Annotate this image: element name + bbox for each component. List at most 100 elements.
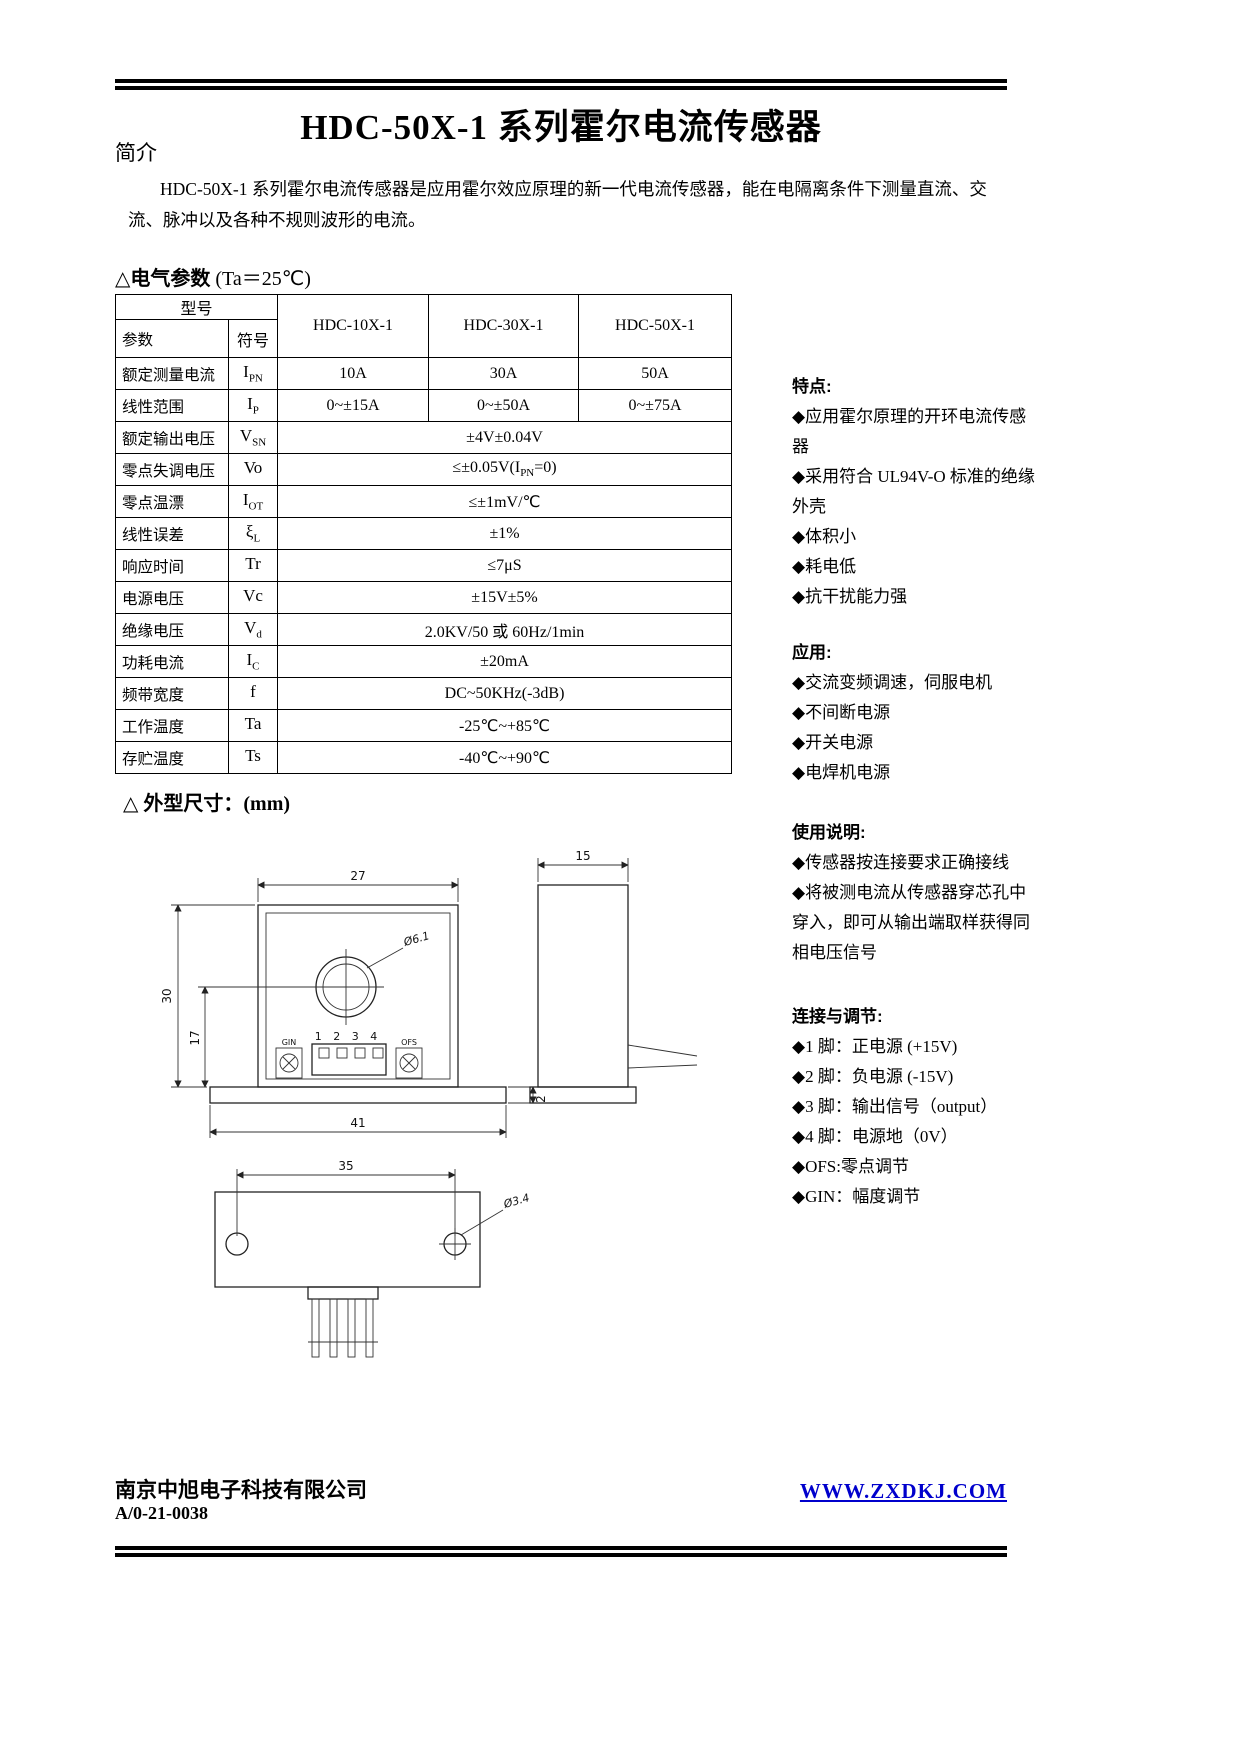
ofs-potentiometer: OFS xyxy=(395,1038,423,1079)
symbol-cell: ξL xyxy=(227,517,279,550)
list-item: ◆OFS:零点调节 xyxy=(792,1157,909,1176)
value-cell: 0~±50A xyxy=(428,389,580,422)
gin-potentiometer: GIN xyxy=(275,1038,303,1079)
list-item: ◆应用霍尔原理的开环电流传感器 xyxy=(792,407,1027,456)
value-cell: 0~±15A xyxy=(277,389,430,422)
value-cell: DC~50KHz(-3dB) xyxy=(277,677,733,710)
bottom-rule-upper xyxy=(115,1546,1007,1550)
dim-hole-pitch: 35 xyxy=(338,1159,353,1173)
applications-heading: 应用: xyxy=(792,643,832,662)
side-view-drawing: 15 xyxy=(529,849,698,1104)
connector-block xyxy=(311,1043,387,1076)
symbol-cell: VSN xyxy=(227,421,279,454)
diamond-bullet-icon: ◆ xyxy=(792,587,806,606)
mounting-hole-left xyxy=(225,1232,249,1256)
electrical-section-heading: △电气参数 (Ta＝25℃) xyxy=(115,262,311,291)
list-item: ◆2 脚：负电源 (-15V) xyxy=(792,1067,954,1086)
dimension-drawings: Ø6.1 1 2 3 4 GIN OFS xyxy=(160,849,698,1358)
param-cell: 线性误差 xyxy=(115,517,229,550)
top-rule-upper xyxy=(115,79,1007,83)
value-cell: ≤7μS xyxy=(277,549,733,582)
diamond-bullet-icon: ◆ xyxy=(792,733,806,752)
mounting-flange xyxy=(209,1086,507,1104)
electrical-heading-text: △电气参数 xyxy=(115,268,211,290)
list-item: ◆交流变频调速，伺服电机 xyxy=(792,673,993,692)
diamond-bullet-icon: ◆ xyxy=(792,407,806,426)
bottom-rule-lower xyxy=(115,1553,1007,1557)
output-wire xyxy=(627,1044,698,1057)
bottom-view-drawing: 35 Ø3.4 xyxy=(214,1159,531,1358)
list-item: ◆采用符合 UL94V-O 标准的绝缘外壳 xyxy=(792,467,1035,516)
symbol-cell: Tr xyxy=(227,549,279,582)
sidebar-features: 特点: ◆应用霍尔原理的开环电流传感器 ◆采用符合 UL94V-O 标准的绝缘外… xyxy=(792,372,1038,612)
intro-label: 简介 xyxy=(115,141,157,165)
model-header: HDC-30X-1 xyxy=(428,294,580,358)
symbol-cell: IOT xyxy=(227,485,279,518)
pin-numbers-label: 1 2 3 4 xyxy=(315,1030,381,1043)
value-cell: ±15V±5% xyxy=(277,581,733,614)
diamond-bullet-icon: ◆ xyxy=(792,703,806,722)
symbol-cell: Ts xyxy=(227,741,279,774)
diamond-bullet-icon: ◆ xyxy=(792,467,806,486)
corner-symbol-cell: 符号 xyxy=(227,319,279,358)
dim-front-center-height: 17 xyxy=(188,1030,202,1045)
dim-front-height: 30 xyxy=(160,988,174,1003)
value-cell: 0~±75A xyxy=(578,389,733,422)
diamond-bullet-icon: ◆ xyxy=(792,883,806,902)
list-item: ◆GIN：幅度调节 xyxy=(792,1187,921,1206)
value-cell: 30A xyxy=(428,357,580,390)
front-view-drawing: Ø6.1 1 2 3 4 GIN OFS xyxy=(160,869,548,1138)
model-header: HDC-10X-1 xyxy=(277,294,430,358)
intro-paragraph: HDC-50X-1 系列霍尔电流传感器是应用霍尔效应原理的新一代电流传感器，能在… xyxy=(128,179,987,230)
diamond-bullet-icon: ◆ xyxy=(792,853,806,872)
diamond-bullet-icon: ◆ xyxy=(792,527,806,546)
symbol-cell: IC xyxy=(227,645,279,678)
diamond-bullet-icon: ◆ xyxy=(792,1067,806,1086)
symbol-cell: Vo xyxy=(227,453,279,486)
list-item: ◆开关电源 xyxy=(792,733,874,752)
ofs-label: OFS xyxy=(401,1038,417,1047)
symbol-cell: f xyxy=(227,677,279,710)
usage-heading: 使用说明: xyxy=(792,823,866,842)
value-cell: ≤±1mV/℃ xyxy=(277,485,733,518)
symbol-cell: Ta xyxy=(227,709,279,742)
symbol-cell: Vd xyxy=(227,613,279,646)
electrical-condition-text: (Ta＝25℃) xyxy=(210,268,311,290)
value-cell: 2.0KV/50 或 60Hz/1min xyxy=(277,613,733,646)
value-cell: -25℃~+85℃ xyxy=(277,709,733,742)
param-cell: 额定输出电压 xyxy=(115,421,229,454)
dim-front-base-width: 41 xyxy=(350,1116,365,1130)
diamond-bullet-icon: ◆ xyxy=(792,1187,806,1206)
sidebar-connection: 连接与调节: ◆1 脚：正电源 (+15V) ◆2 脚：负电源 (-15V) ◆… xyxy=(792,1002,1038,1212)
website-link[interactable]: WWW.ZXDKJ.COM xyxy=(799,1479,1007,1503)
list-item: ◆不间断电源 xyxy=(792,703,891,722)
value-cell: ±4V±0.04V xyxy=(277,421,733,454)
value-cell: ±20mA xyxy=(277,645,733,678)
param-cell: 额定测量电流 xyxy=(115,357,229,390)
dim-front-width: 27 xyxy=(350,869,365,883)
diamond-bullet-icon: ◆ xyxy=(792,1037,806,1056)
param-cell: 绝缘电压 xyxy=(115,613,229,646)
list-item: ◆将被测电流从传感器穿芯孔中穿入，即可从输出端取样获得同相电压信号 xyxy=(792,883,1030,962)
dim-hole-dia-front: Ø6.1 xyxy=(401,929,431,949)
list-item: ◆体积小 xyxy=(792,527,857,546)
value-cell: 10A xyxy=(277,357,430,390)
list-item: ◆电焊机电源 xyxy=(792,763,891,782)
dim-flange-thickness: 2 xyxy=(534,1095,548,1103)
param-cell: 零点温漂 xyxy=(115,485,229,518)
param-cell: 工作温度 xyxy=(115,709,229,742)
value-cell: ±1% xyxy=(277,517,733,550)
param-cell: 存贮温度 xyxy=(115,741,229,774)
list-item: ◆4 脚：电源地（0V） xyxy=(792,1127,958,1146)
symbol-cell: Vc xyxy=(227,581,279,614)
list-item: ◆1 脚：正电源 (+15V) xyxy=(792,1037,958,1056)
list-item: ◆传感器按连接要求正确接线 xyxy=(792,853,1010,872)
connector-pins xyxy=(307,1286,379,1358)
page-title: HDC-50X-1 系列霍尔电流传感器 xyxy=(300,108,822,147)
footer-link-wrap: WWW.ZXDKJ.COM xyxy=(615,1479,1007,1504)
diamond-bullet-icon: ◆ xyxy=(792,673,806,692)
param-cell: 电源电压 xyxy=(115,581,229,614)
param-cell: 频带宽度 xyxy=(115,677,229,710)
list-item: ◆3 脚：输出信号（output） xyxy=(792,1097,998,1116)
top-rule-lower xyxy=(115,86,1007,90)
